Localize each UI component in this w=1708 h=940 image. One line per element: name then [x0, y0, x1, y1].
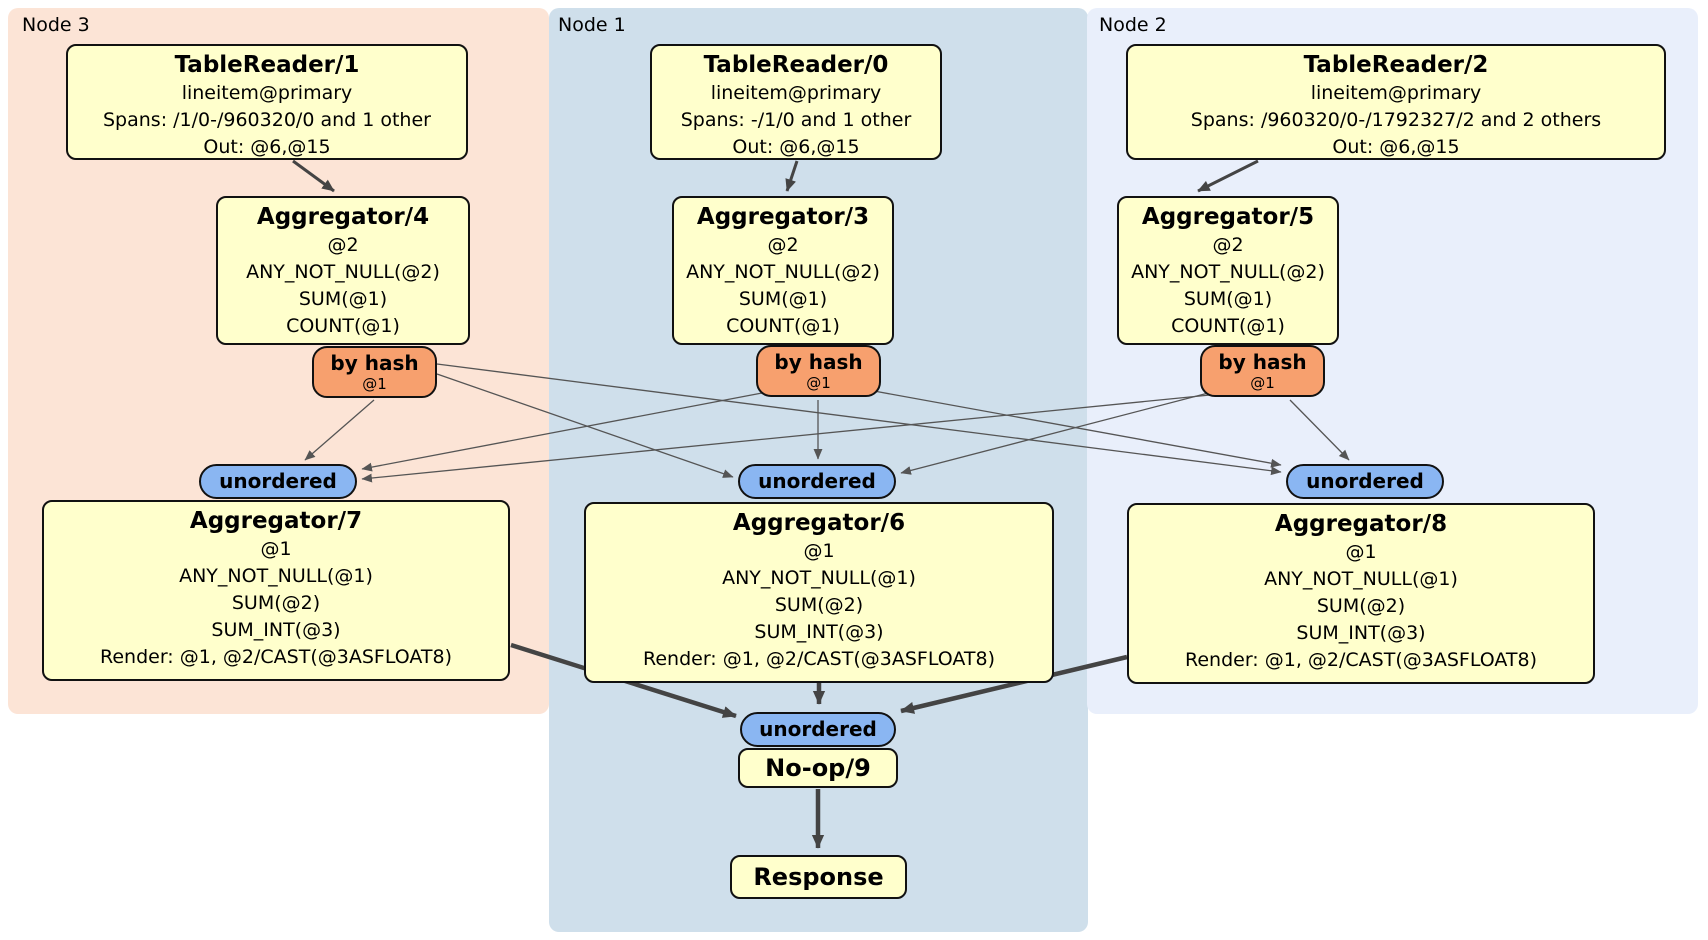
processor-line: ANY_NOT_NULL(@2) [246, 261, 440, 283]
processor-title: TableReader/0 [703, 52, 889, 78]
router-by-hash-node3: by hash @1 [312, 346, 437, 398]
processor-line: Spans: /1/0-/960320/0 and 1 other [103, 109, 431, 131]
processor-line: SUM(@1) [298, 288, 388, 310]
processor-line: Out: @6,@15 [732, 136, 860, 158]
processor-tablereader-0: TableReader/0 lineitem@primary Spans: -/… [650, 44, 942, 160]
processor-aggregator-7: Aggregator/7 @1 ANY_NOT_NULL(@1) SUM(@2)… [42, 500, 510, 681]
router-detail: @1 [806, 374, 831, 392]
edge-tablereader2-aggregator5 [1197, 159, 1259, 193]
router-label: by hash [1218, 350, 1307, 374]
router-by-hash-node2: by hash @1 [1200, 345, 1325, 397]
processor-line: Spans: -/1/0 and 1 other [680, 109, 912, 131]
processor-aggregator-4: Aggregator/4 @2 ANY_NOT_NULL(@2) SUM(@1)… [216, 196, 470, 345]
node-1-label: Node 1 [558, 14, 626, 36]
processor-response: Response [730, 855, 907, 899]
processor-line: SUM(@2) [1316, 595, 1406, 617]
edge-router3-sync3 [304, 399, 375, 461]
processor-line: SUM(@2) [774, 594, 864, 616]
processor-title: Aggregator/5 [1141, 204, 1315, 230]
processor-line: Render: @1, @2/CAST(@3ASFLOAT8) [643, 648, 995, 670]
sync-unordered-final: unordered [740, 712, 896, 747]
processor-line: @1 [803, 540, 835, 562]
processor-line: SUM(@1) [738, 288, 828, 310]
processor-line: COUNT(@1) [726, 315, 840, 337]
node-3-label: Node 3 [22, 14, 90, 36]
processor-line: Spans: /960320/0-/1792327/2 and 2 others [1190, 109, 1602, 131]
processor-line: Render: @1, @2/CAST(@3ASFLOAT8) [1185, 649, 1537, 671]
processor-line: ANY_NOT_NULL(@1) [179, 565, 373, 587]
processor-title: Aggregator/7 [189, 508, 363, 534]
processor-title: TableReader/2 [1303, 52, 1489, 78]
router-label: by hash [774, 350, 863, 374]
processor-line: @2 [327, 234, 359, 256]
processor-line: SUM(@1) [1183, 288, 1273, 310]
sync-unordered-node2: unordered [1286, 464, 1444, 499]
processor-title: No-op/9 [765, 754, 871, 782]
processor-line: Out: @6,@15 [203, 136, 331, 158]
edge-tablereader1-aggregator4 [292, 159, 335, 193]
processor-line: @1 [1345, 541, 1377, 563]
processor-aggregator-5: Aggregator/5 @2 ANY_NOT_NULL(@2) SUM(@1)… [1117, 196, 1339, 345]
edge-router3-sync2 [436, 363, 1282, 476]
router-by-hash-node1: by hash @1 [756, 345, 881, 397]
edge-router2-sync2 [1289, 399, 1350, 461]
processor-title: Aggregator/4 [256, 204, 430, 230]
processor-tablereader-1: TableReader/1 lineitem@primary Spans: /1… [66, 44, 468, 160]
processor-line: @1 [260, 538, 292, 560]
processor-line: COUNT(@1) [286, 315, 400, 337]
processor-line: Render: @1, @2/CAST(@3ASFLOAT8) [100, 646, 452, 668]
processor-line: @2 [767, 234, 799, 256]
processor-aggregator-8: Aggregator/8 @1 ANY_NOT_NULL(@1) SUM(@2)… [1127, 503, 1595, 684]
router-label: by hash [330, 351, 419, 375]
router-detail: @1 [362, 375, 387, 393]
edge-router1-sync2 [873, 390, 1282, 468]
processor-title: Aggregator/8 [1274, 511, 1448, 537]
processor-line: ANY_NOT_NULL(@2) [686, 261, 880, 283]
processor-title: TableReader/1 [174, 52, 360, 78]
processor-line: SUM_INT(@3) [211, 619, 341, 641]
router-detail: @1 [1250, 374, 1275, 392]
processor-title: Response [753, 863, 884, 891]
processor-line: COUNT(@1) [1171, 315, 1285, 337]
processor-title: Aggregator/6 [732, 510, 906, 536]
node-2-label: Node 2 [1099, 14, 1167, 36]
processor-line: SUM(@2) [231, 592, 321, 614]
edge-router1-sync3 [361, 392, 763, 472]
processor-line: @2 [1212, 234, 1244, 256]
processor-line: lineitem@primary [1310, 82, 1482, 104]
processor-aggregator-6: Aggregator/6 @1 ANY_NOT_NULL(@1) SUM(@2)… [584, 502, 1054, 683]
sync-unordered-node1: unordered [738, 464, 896, 499]
edge-router2-sync3 [361, 394, 1211, 483]
sync-unordered-node3: unordered [199, 464, 357, 499]
edge-tablereader0-aggregator3 [785, 160, 799, 192]
edge-aggregator8-finalsync [900, 654, 1128, 714]
processor-line: Out: @6,@15 [1332, 136, 1460, 158]
processor-line: lineitem@primary [181, 82, 353, 104]
processor-line: lineitem@primary [710, 82, 882, 104]
processor-title: Aggregator/3 [696, 204, 870, 230]
processor-line: SUM_INT(@3) [1296, 622, 1426, 644]
processor-tablereader-2: TableReader/2 lineitem@primary Spans: /9… [1126, 44, 1666, 160]
processor-aggregator-3: Aggregator/3 @2 ANY_NOT_NULL(@2) SUM(@1)… [672, 196, 894, 345]
processor-noop-9: No-op/9 [738, 748, 898, 788]
processor-line: ANY_NOT_NULL(@1) [722, 567, 916, 589]
edge-router3-sync1 [436, 373, 734, 478]
processor-line: SUM_INT(@3) [754, 621, 884, 643]
processor-line: ANY_NOT_NULL(@2) [1131, 261, 1325, 283]
processor-line: ANY_NOT_NULL(@1) [1264, 568, 1458, 590]
edge-router2-sync1 [900, 390, 1217, 475]
